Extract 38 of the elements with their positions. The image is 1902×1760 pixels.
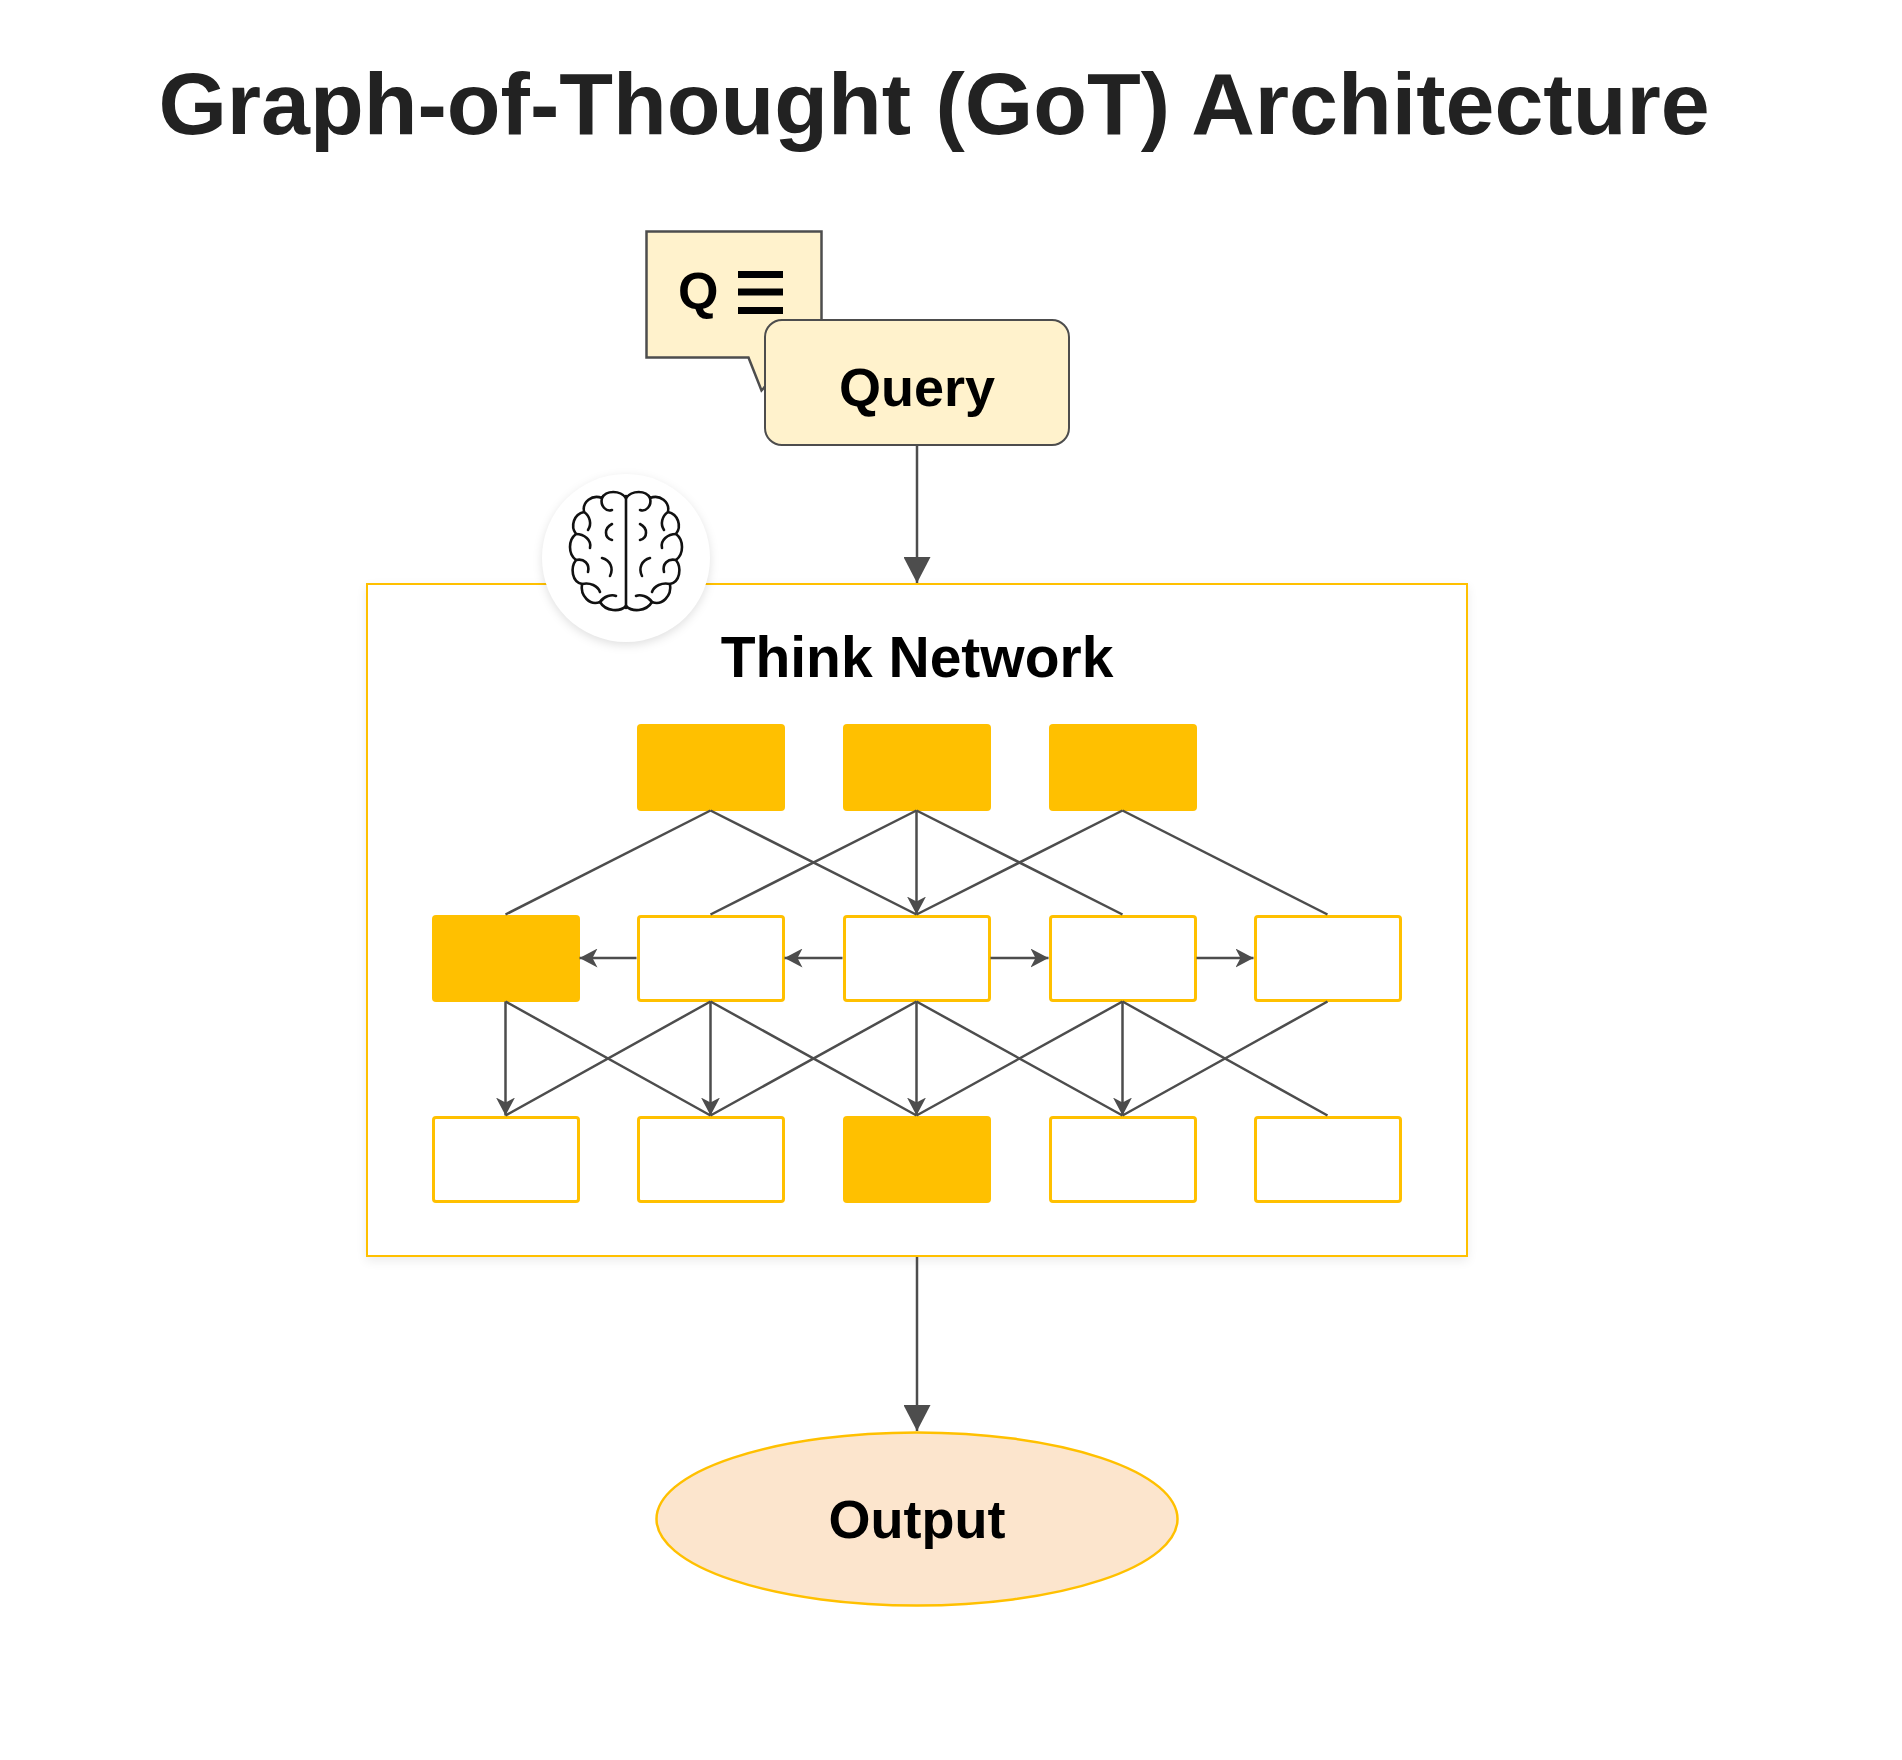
thought-box [842, 914, 991, 1002]
arrow [1113, 1001, 1132, 1116]
thought-box [842, 1115, 991, 1203]
arrow [903, 446, 931, 583]
arrow [907, 810, 926, 915]
arrow [579, 948, 637, 968]
arrow [701, 1001, 720, 1116]
thought-box [636, 723, 785, 811]
crossing-lines [1121, 1000, 1329, 1117]
arrow [990, 948, 1049, 968]
thought-box [1253, 914, 1402, 1002]
thought-box [1253, 1115, 1402, 1203]
arrow [496, 1001, 515, 1116]
diagram-title: Graph-of-Thought (GoT) Architecture [158, 56, 1710, 153]
thought-box [431, 1115, 580, 1203]
crossing-lines [709, 809, 918, 916]
thought-box [1048, 1115, 1197, 1203]
query-box [764, 319, 1070, 446]
arrow [784, 948, 843, 968]
arrow [1196, 948, 1254, 968]
crossing-lines [915, 1000, 1124, 1117]
crossing-lines [915, 809, 1124, 916]
bubble-label: Q [678, 265, 719, 317]
output-ellipse [655, 1431, 1179, 1607]
thought-box [636, 1115, 785, 1203]
thought-box [431, 914, 580, 1002]
thought-box [1048, 914, 1197, 1002]
thought-box [842, 723, 991, 811]
group-title: Think Network [720, 629, 1114, 686]
thought-box [1048, 723, 1197, 811]
crossing-lines [709, 1000, 918, 1117]
connector-line [504, 809, 712, 916]
crossing-lines [504, 1000, 712, 1117]
arrow [907, 1001, 926, 1116]
arrow [903, 1257, 931, 1431]
thought-box [636, 914, 785, 1002]
group-container [366, 583, 1468, 1257]
connector-line [1121, 809, 1329, 916]
